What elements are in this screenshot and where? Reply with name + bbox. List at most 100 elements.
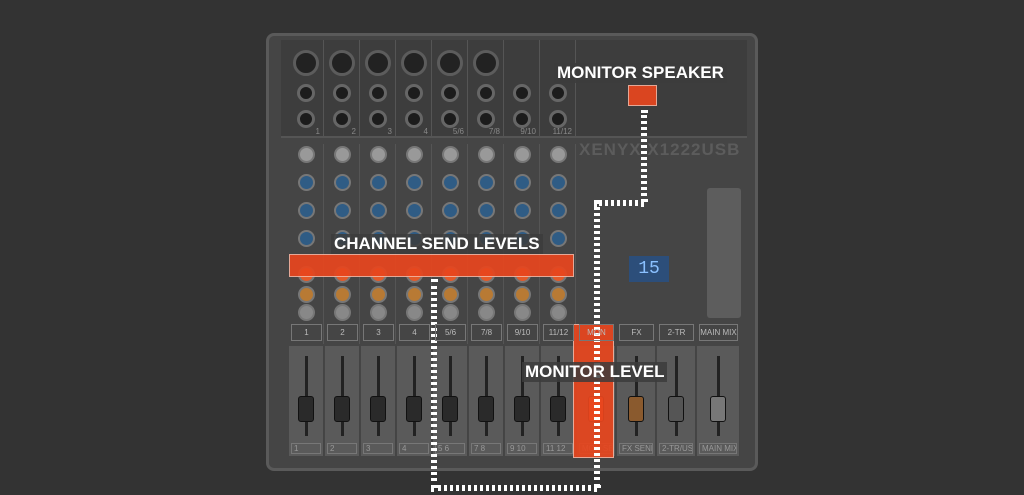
knob[interactable] [442,304,459,321]
knob[interactable] [550,174,567,191]
knob[interactable] [406,286,423,303]
knob[interactable] [298,146,315,163]
line-jack-icon [513,84,531,102]
knob[interactable] [550,146,567,163]
fader-knob[interactable] [514,396,530,422]
knob[interactable] [406,202,423,219]
knob[interactable] [514,174,531,191]
knob[interactable] [478,146,495,163]
fader-knob[interactable] [550,396,566,422]
knob[interactable] [298,174,315,191]
knob[interactable] [334,146,351,163]
knob[interactable] [550,230,567,247]
callout-channel-send-levels: CHANNEL SEND LEVELS [331,234,543,254]
knob[interactable] [298,230,315,247]
fader-strip: 3 [361,346,396,456]
monitor-speaker-highlight [628,85,657,106]
knob[interactable] [478,174,495,191]
input-channel: 11/12 [541,40,576,138]
fader-knob[interactable] [442,396,458,422]
line-jack-icon [297,84,315,102]
input-label: 3 [387,127,392,136]
knob[interactable] [370,202,387,219]
fader-strip: 4 [397,346,432,456]
knob[interactable] [442,146,459,163]
fader-knob[interactable] [406,396,422,422]
knob[interactable] [514,304,531,321]
knob[interactable] [442,202,459,219]
fader-knob[interactable] [668,396,684,422]
fader-knob[interactable] [710,396,726,422]
mute-button[interactable]: 4 [399,324,430,341]
knob[interactable] [334,174,351,191]
knob[interactable] [298,286,315,303]
knob[interactable] [514,202,531,219]
knob[interactable] [370,174,387,191]
fader-strip: 2-TR/USB RTN [657,346,696,456]
fader-knob[interactable] [370,396,386,422]
xlr-jack-icon [473,50,499,76]
mute-button[interactable]: 2 [327,324,358,341]
knob[interactable] [514,286,531,303]
knob[interactable] [442,174,459,191]
input-label: 4 [423,127,428,136]
input-channel: 7/8 [469,40,504,138]
knob[interactable] [406,146,423,163]
knob[interactable] [478,202,495,219]
mute-button[interactable]: FX [619,324,654,341]
connector-line [594,200,644,206]
mute-button[interactable]: 3 [363,324,394,341]
fader-label: 9 10 [507,443,537,454]
knob[interactable] [406,304,423,321]
mute-button[interactable]: 2-TR [659,324,694,341]
brand-logo: XENYX X1222USB [579,140,741,159]
line-jack-icon [369,110,387,128]
fader-knob[interactable] [334,396,350,422]
knob[interactable] [370,304,387,321]
knob[interactable] [298,304,315,321]
xlr-jack-icon [437,50,463,76]
input-channel: 9/10 [505,40,540,138]
mute-button[interactable]: MAIN MIX [699,324,738,341]
connector-line [641,110,647,202]
mute-button[interactable]: 11/12 [543,324,574,341]
knob[interactable] [550,304,567,321]
line-jack-icon [549,84,567,102]
mute-button[interactable]: 1 [291,324,322,341]
fader-knob[interactable] [298,396,314,422]
channel-send-highlight [289,254,574,277]
knob[interactable] [550,286,567,303]
input-label: 2 [351,127,356,136]
knob[interactable] [406,174,423,191]
knob[interactable] [370,286,387,303]
knob[interactable] [334,286,351,303]
fader-knob[interactable] [478,396,494,422]
line-jack-icon [477,84,495,102]
input-channel: 1 [289,40,324,138]
knob[interactable] [442,286,459,303]
knob[interactable] [334,304,351,321]
knob[interactable] [478,286,495,303]
mute-button[interactable]: 7/8 [471,324,502,341]
line-jack-icon [513,110,531,128]
mute-button[interactable]: 5/6 [435,324,466,341]
channel-strip [289,144,324,344]
mute-button[interactable]: 9/10 [507,324,538,341]
channel-strip [541,144,576,344]
fader-knob[interactable] [628,396,644,422]
knob[interactable] [370,146,387,163]
knob[interactable] [550,202,567,219]
line-jack-icon [369,84,387,102]
line-jack-icon [549,110,567,128]
knob[interactable] [334,202,351,219]
line-jack-icon [441,84,459,102]
knob[interactable] [298,202,315,219]
mute-button[interactable]: MON [579,324,614,341]
xlr-jack-icon [329,50,355,76]
knob[interactable] [514,146,531,163]
knob[interactable] [478,304,495,321]
fader-label: 2 [327,443,357,454]
fader-label: 3 [363,443,393,454]
